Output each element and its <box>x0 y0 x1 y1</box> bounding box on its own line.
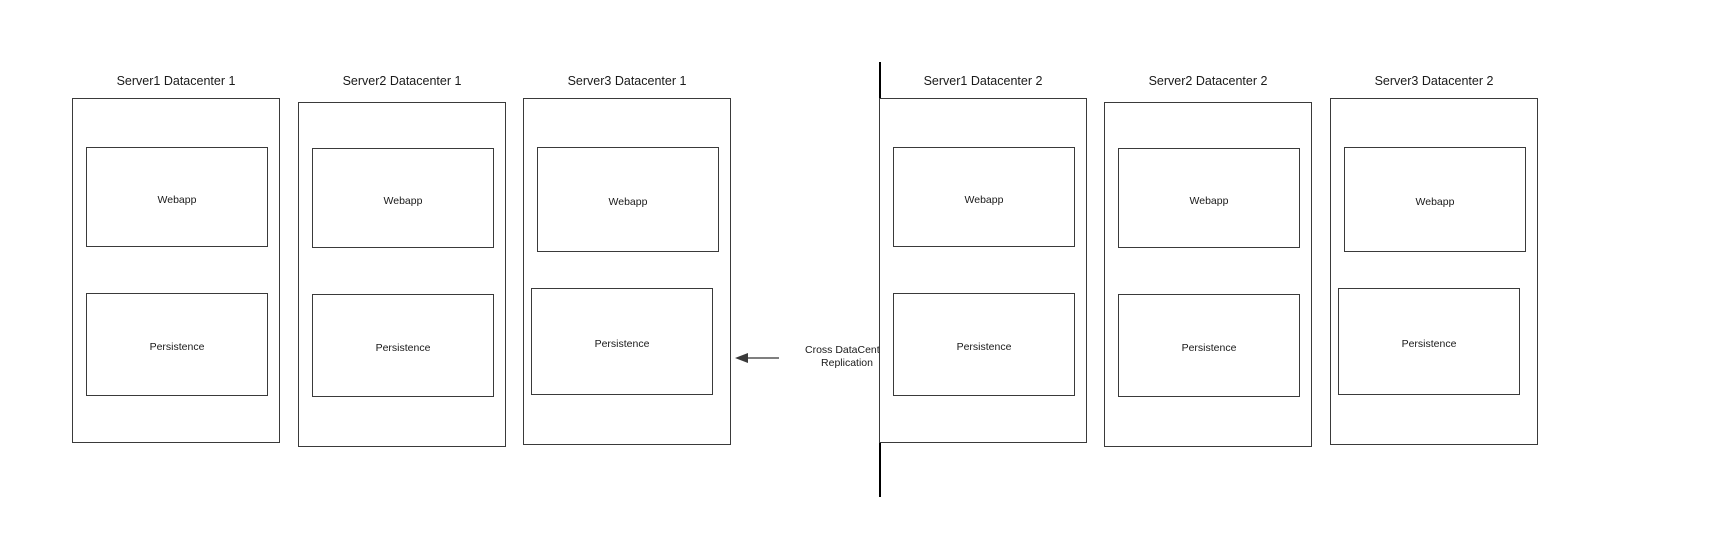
component-webapp[interactable]: Webapp <box>312 148 494 248</box>
component-webapp[interactable]: Webapp <box>1344 147 1526 252</box>
left-arrow-icon <box>735 353 748 363</box>
server-title: Server3 Datacenter 1 <box>567 74 687 88</box>
component-label: Persistence <box>149 341 205 353</box>
component-label: Persistence <box>1181 342 1237 354</box>
server-title: Server1 Datacenter 1 <box>116 74 236 88</box>
component-label: Persistence <box>594 338 650 350</box>
server-dc2-1[interactable]: Server1 Datacenter 2 Webapp Persistence <box>879 74 1087 444</box>
server-title: Server3 Datacenter 2 <box>1374 74 1494 88</box>
component-persistence[interactable]: Persistence <box>86 293 268 396</box>
component-label: Webapp <box>608 196 648 208</box>
component-label: Persistence <box>1401 338 1457 350</box>
component-persistence[interactable]: Persistence <box>531 288 713 395</box>
server-dc2-3[interactable]: Server3 Datacenter 2 Webapp Persistence <box>1330 74 1538 445</box>
component-label: Webapp <box>383 195 423 207</box>
component-webapp[interactable]: Webapp <box>537 147 719 252</box>
component-label: Webapp <box>1415 196 1455 208</box>
component-webapp[interactable]: Webapp <box>86 147 268 247</box>
component-webapp[interactable]: Webapp <box>1118 148 1300 248</box>
replication-label-line2: Replication <box>821 357 873 369</box>
component-persistence[interactable]: Persistence <box>312 294 494 397</box>
component-label: Webapp <box>157 194 197 206</box>
component-webapp[interactable]: Webapp <box>893 147 1075 247</box>
component-label: Persistence <box>375 342 431 354</box>
server-title: Server2 Datacenter 2 <box>1148 74 1268 88</box>
component-label: Webapp <box>1189 195 1229 207</box>
server-dc1-1[interactable]: Server1 Datacenter 1 Webapp Persistence <box>72 74 280 444</box>
component-persistence[interactable]: Persistence <box>1338 288 1520 395</box>
component-label: Webapp <box>964 194 1004 206</box>
component-persistence[interactable]: Persistence <box>1118 294 1300 397</box>
server-dc2-2[interactable]: Server2 Datacenter 2 Webapp Persistence <box>1104 74 1312 447</box>
server-dc1-2[interactable]: Server2 Datacenter 1 Webapp Persistence <box>298 74 506 447</box>
replication-label-line1: Cross DataCenter <box>804 344 890 356</box>
component-persistence[interactable]: Persistence <box>893 293 1075 396</box>
server-title: Server2 Datacenter 1 <box>342 74 462 88</box>
server-title: Server1 Datacenter 2 <box>923 74 1043 88</box>
component-label: Persistence <box>956 341 1012 353</box>
server-dc1-3[interactable]: Server3 Datacenter 1 Webapp Persistence <box>523 74 731 445</box>
